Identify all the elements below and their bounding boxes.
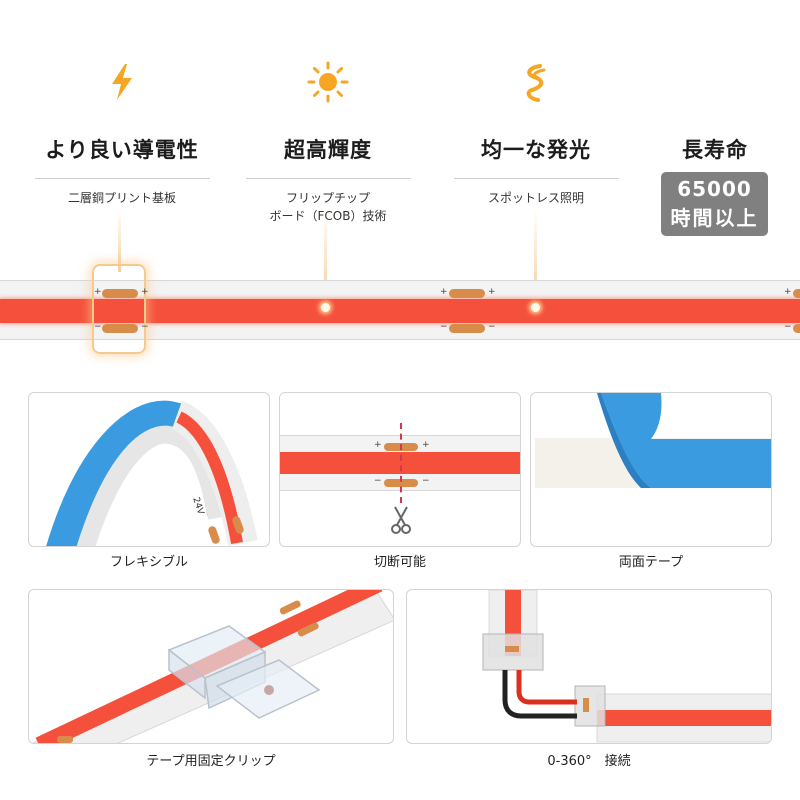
solder-pad: [793, 289, 800, 298]
guide-line: [118, 210, 121, 272]
feature-conductivity: より良い導電性 二層銅プリント基板: [22, 60, 222, 207]
light-point: [321, 303, 330, 312]
card-caption: フレキシブル: [109, 555, 188, 570]
connector-illustration: [482, 590, 771, 743]
card-double-sided-tape: [530, 392, 772, 547]
solder-pad: [102, 324, 138, 333]
scissors-icon: [391, 506, 411, 534]
guide-line: [324, 210, 327, 302]
card-caption: 0-360° 接続: [547, 754, 631, 769]
lifespan-unit: 時間以上: [670, 206, 759, 230]
minus-mark: −: [784, 322, 792, 332]
feature-title: 超高輝度: [284, 138, 372, 162]
feature-desc: 二層銅プリント基板: [67, 191, 176, 205]
divider: [34, 178, 210, 179]
solder-pad: [102, 289, 138, 298]
plus-mark: +: [422, 440, 430, 450]
minus-mark: −: [94, 322, 102, 332]
pad-highlight: [92, 264, 146, 354]
solder-pad: [449, 324, 485, 333]
sun-icon: [307, 61, 349, 103]
divider: [453, 178, 619, 179]
feature-desc: フリップチップ: [285, 191, 370, 205]
feature-lifespan: 長寿命: [640, 60, 790, 164]
plus-mark: +: [440, 287, 448, 297]
flexible-strip-illustration: [46, 400, 258, 546]
feature-title: より良い導電性: [45, 138, 199, 162]
minus-mark: −: [488, 322, 496, 332]
divider: [245, 178, 411, 179]
lifespan-badge: 65000 時間以上: [661, 172, 768, 236]
clip-illustration: [31, 590, 393, 743]
lifespan-hours: 65000: [677, 177, 752, 201]
card-mounting-clip: [28, 589, 394, 744]
cut-line: [400, 423, 402, 503]
card-connector: [406, 589, 772, 744]
wave-icon: [526, 64, 546, 102]
solder-pad: [793, 324, 800, 333]
plus-mark: +: [784, 287, 792, 297]
tape-illustration: [535, 393, 771, 488]
minus-mark: −: [440, 322, 448, 332]
feature-desc: ボード（FCOB）技術: [269, 209, 387, 223]
feature-title: 長寿命: [682, 138, 748, 162]
plus-mark: +: [488, 287, 496, 297]
card-cuttable: + + − −: [279, 392, 521, 547]
plus-mark: +: [94, 287, 102, 297]
lightning-icon: [112, 64, 132, 100]
feature-brightness: 超高輝度 フリップチップ ボード（FCOB）技術: [228, 60, 428, 225]
feature-uniform: 均一な発光 スポットレス照明: [436, 60, 636, 207]
plus-mark: +: [141, 287, 149, 297]
plus-mark: +: [374, 440, 382, 450]
minus-mark: −: [141, 322, 149, 332]
feature-title: 均一な発光: [481, 138, 591, 162]
card-flexible: 24V: [28, 392, 270, 547]
light-point: [531, 303, 540, 312]
feature-desc: スポットレス照明: [487, 191, 584, 205]
guide-line: [534, 210, 537, 302]
card-caption: テープ用固定クリップ: [146, 754, 276, 769]
minus-mark: −: [422, 476, 430, 486]
minus-mark: −: [374, 476, 382, 486]
solder-pad: [449, 289, 485, 298]
card-caption: 切断可能: [373, 555, 426, 570]
card-caption: 両面テープ: [618, 555, 684, 570]
led-light: [0, 299, 800, 323]
